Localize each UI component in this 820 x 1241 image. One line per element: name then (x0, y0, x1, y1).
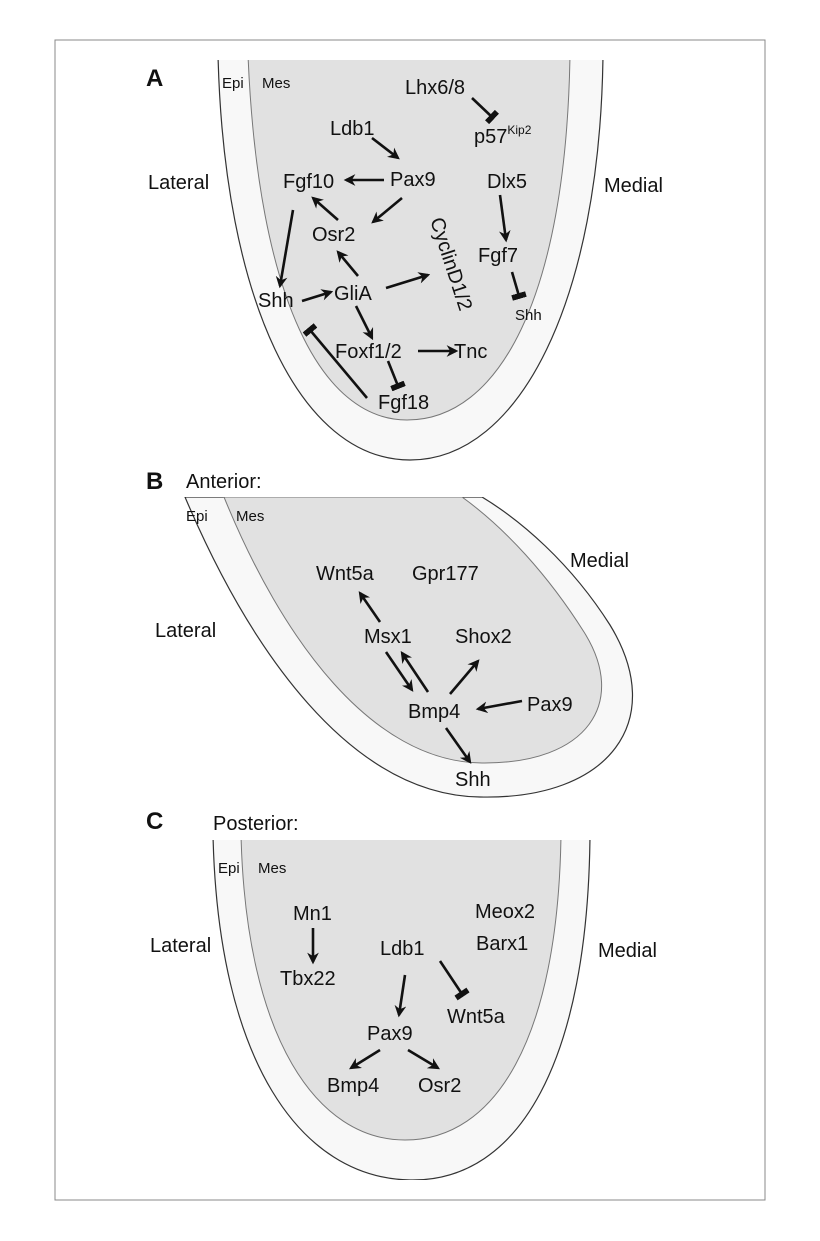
arrow-msx1-wnt5a (358, 591, 382, 623)
gene-wnt5a: Wnt5a (447, 1006, 506, 1028)
panel-letter-b: B (146, 468, 163, 495)
panel-b: B Anterior: Epi Mes Medial Lateral Wnt5a… (146, 468, 634, 798)
medial-label: Medial (570, 550, 629, 572)
gene-fgf10: Fgf10 (283, 171, 334, 193)
lateral-label: Lateral (148, 172, 209, 194)
gene-bmp4: Bmp4 (327, 1075, 379, 1097)
lateral-label: Lateral (155, 620, 216, 642)
mesenchyme-b (223, 497, 602, 764)
gene-mn1: Mn1 (293, 903, 332, 925)
inhibit-fgf7-shh (510, 271, 527, 301)
gene-gpr177: Gpr177 (412, 563, 479, 585)
arrow-shh-glia (301, 289, 334, 303)
gene-shh: Shh (258, 290, 294, 312)
gene-msx1: Msx1 (364, 626, 412, 648)
arrow-pax9-osr2 (407, 1048, 441, 1070)
arrow-msx1-bmp4 (384, 651, 414, 692)
mes-label: Mes (262, 75, 290, 92)
arrow-pax9-osr2 (371, 196, 403, 224)
arrow-osr2-fgf10 (311, 196, 339, 221)
inhibit-foxf-fgf18 (386, 360, 406, 392)
anterior-label: Anterior: (186, 471, 262, 493)
arrow-glia-foxf (354, 305, 374, 341)
gene-ldb1: Ldb1 (330, 118, 375, 140)
gene-glia: GliA (334, 283, 372, 305)
arrow-fgf10-shh (275, 209, 295, 289)
epi-label: Epi (222, 75, 244, 92)
gene-pax9: Pax9 (390, 169, 436, 191)
gene-tbx22: Tbx22 (280, 968, 336, 990)
gene-foxf12: Foxf1/2 (335, 341, 402, 363)
panel-letter-a: A (146, 65, 163, 92)
epi-label: Epi (186, 508, 208, 525)
medial-label: Medial (604, 175, 663, 197)
arrow-pax9-bmp4 (349, 1048, 381, 1070)
mes-label: Mes (258, 860, 286, 877)
gene-tnc: Tnc (454, 341, 487, 363)
epi-label: Epi (218, 860, 240, 877)
gene-ldb1: Ldb1 (380, 938, 425, 960)
mes-label: Mes (236, 508, 264, 525)
gene-shh-medial: Shh (515, 307, 542, 324)
posterior-label: Posterior: (213, 813, 299, 835)
arrow-bmp4-shox2 (449, 659, 480, 695)
gene-fgf7: Fgf7 (478, 245, 518, 267)
arrow-dlx5-fgf7 (498, 194, 511, 243)
gene-fgf18: Fgf18 (378, 392, 429, 414)
arrow-glia-osr2 (336, 250, 359, 277)
gene-wnt5a: Wnt5a (316, 563, 375, 585)
arrow-pax9-bmp4 (475, 699, 523, 714)
gene-shh: Shh (455, 769, 491, 791)
gene-barx1: Barx1 (476, 933, 528, 955)
mesenchyme-a (247, 60, 571, 421)
gene-pax9: Pax9 (367, 1023, 413, 1045)
gene-lhx68: Lhx6/8 (405, 77, 465, 99)
arrow-glia-cyclind (385, 272, 431, 290)
inhibit-fgf18-shh (302, 323, 368, 399)
gene-p57: p57Kip2 (474, 123, 532, 148)
inhibit-ldb1-wnt5a (438, 960, 470, 1001)
medial-label: Medial (598, 940, 657, 962)
gene-pax9: Pax9 (527, 694, 573, 716)
mesenchyme-c (240, 840, 562, 1141)
panel-a: A Epi Mes Lateral Medial Lhx6/8 p57Kip2 … (146, 60, 663, 461)
gene-osr2: Osr2 (312, 224, 355, 246)
panel-c: C Posterior: Epi Mes Lateral Medial Mn1 … (146, 808, 657, 1180)
panel-letter-c: C (146, 808, 163, 835)
gene-meox2: Meox2 (475, 901, 535, 923)
arrow-bmp4-shh (444, 727, 472, 764)
gene-bmp4: Bmp4 (408, 701, 460, 723)
inhibit-lhx68-p57 (471, 97, 499, 125)
gene-dlx5: Dlx5 (487, 171, 527, 193)
arrow-ldb1-pax9 (371, 136, 400, 160)
arrow-ldb1-pax9 (394, 974, 407, 1018)
gene-shox2: Shox2 (455, 626, 512, 648)
gene-osr2: Osr2 (418, 1075, 461, 1097)
arrow-bmp4-msx1 (400, 651, 430, 693)
lateral-label: Lateral (150, 935, 211, 957)
